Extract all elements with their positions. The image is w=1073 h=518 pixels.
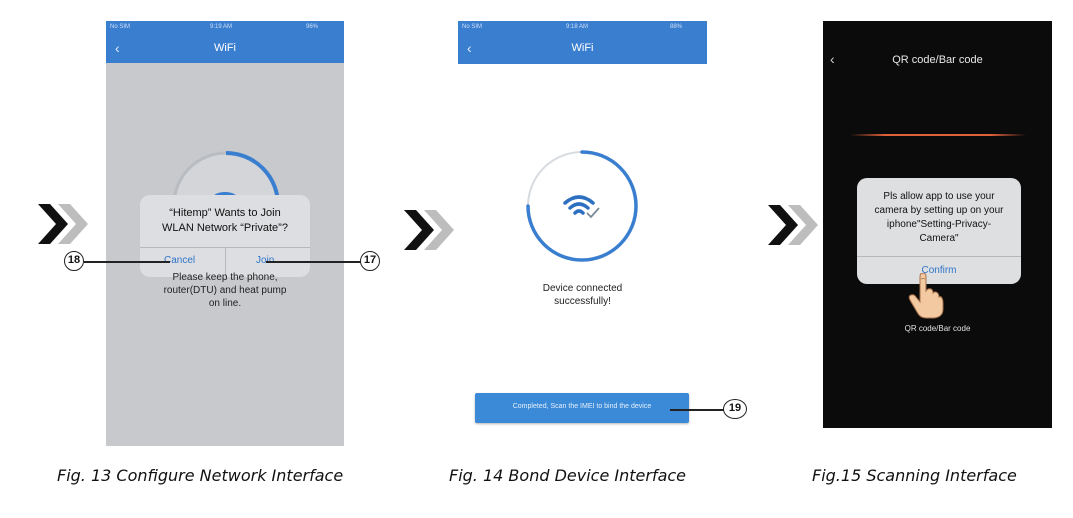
wifi-icon [212,192,238,206]
back-chevron-icon[interactable]: ‹ [830,51,835,67]
alert-divider [857,256,1021,257]
nav-bar: ‹ WiFi [106,35,344,63]
alert-title-line1: “Hitemp” Wants to Join [169,207,281,219]
alert-message-line1: Pls allow app to use your [883,191,995,202]
scan-laser-line [850,134,1026,136]
scan-imei-button[interactable]: Completed, Scan the IMEI to bind the dev… [475,393,689,423]
alert-title-line2: WLAN Network “Private”? [162,222,288,234]
callout-18: 18 [64,251,84,271]
join-button[interactable]: Join [256,255,274,266]
alert-message-line4: Camera" [919,233,959,244]
hint-line2: router(DTU) and heat pump [163,285,287,296]
nav-bar: ‹ WiFi [458,35,707,63]
configure-network-screen: No SIM 9:19 AM 96% ‹ WiFi “Hitemp” Wants… [106,21,344,446]
back-chevron-icon[interactable]: ‹ [467,40,472,56]
battery-label: 88% [670,24,683,30]
clock-label: 9:19 AM [210,24,233,30]
header-bar [458,21,707,64]
scan-label: QR code/Bar code [904,324,971,333]
figure-caption-14: Fig. 14 Bond Device Interface [449,466,687,485]
callout-leader-19 [670,409,726,411]
hint-line3: on line. [208,298,242,309]
cancel-button[interactable]: Cancel [164,255,196,266]
double-chevron-arrow-icon [768,205,818,245]
header-bar [106,21,344,63]
back-chevron-icon[interactable]: ‹ [115,40,120,56]
double-chevron-arrow-icon [404,210,454,250]
status-message-line2: successfully! [554,296,611,307]
clock-label: 9:18 AM [566,24,589,30]
callout-19: 19 [723,399,747,419]
carrier-label: No SIM [110,24,131,30]
figure-caption-15: Fig.15 Scanning Interface [812,466,1017,485]
status-bar: No SIM 9:19 AM 96% [106,21,344,35]
alert-button-divider [225,247,226,277]
page-title: WiFi [214,42,236,54]
page-title: WiFi [571,42,594,54]
alert-message-line2: camera by setting up on your [874,205,1004,216]
scanning-screen: ‹ QR code/Bar code Pls allow app to use … [823,21,1052,428]
bond-device-screen: No SIM 9:18 AM 88% ‹ WiFi Device connect… [458,21,707,446]
figure-caption-13: Fig. 13 Configure Network Interface [57,466,344,485]
join-network-alert: “Hitemp” Wants to Join WLAN Network “Pri… [140,195,310,277]
carrier-label: No SIM [462,24,483,30]
callout-leader-18 [84,261,170,263]
wifi-icon [563,195,595,215]
scan-imei-button-label: Completed, Scan the IMEI to bind the dev… [512,403,652,410]
callout-17: 17 [360,251,380,271]
double-chevron-arrow-icon [38,204,88,244]
camera-permission-alert: Pls allow app to use your camera by sett… [857,178,1021,284]
checkmark-icon [586,207,600,219]
status-bar: No SIM 9:18 AM 88% [458,21,707,35]
progress-ring-fill [526,150,638,262]
confirm-button[interactable]: Confirm [921,265,957,276]
alert-message-line3: iphone"Setting-Privacy- [886,219,992,230]
hint-line1: Please keep the phone, [172,272,278,283]
hand-pointer-icon [908,273,944,319]
battery-label: 96% [306,24,319,30]
page-title: QR code/Bar code [892,54,983,66]
callout-leader-17 [266,261,362,263]
status-message-line1: Device connected [542,283,623,294]
